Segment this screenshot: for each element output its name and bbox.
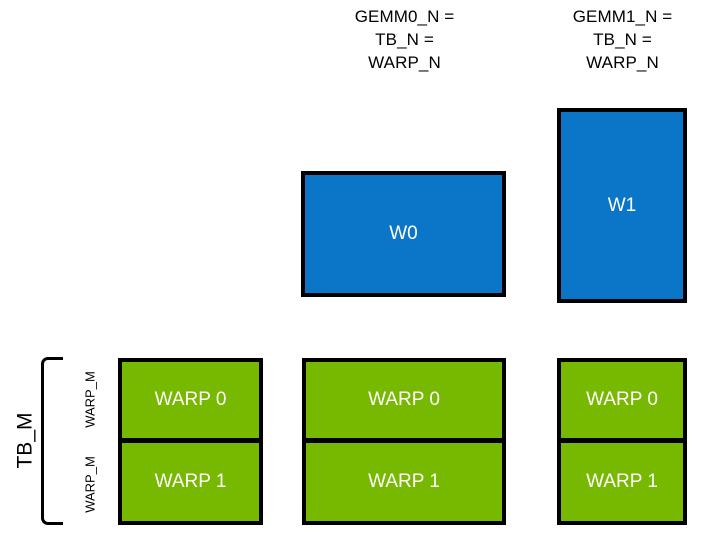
blue-box-w1: W1 bbox=[557, 108, 687, 303]
green-cell-warp-0: WARP 0 bbox=[302, 358, 506, 442]
green-cell-warp-1: WARP 1 bbox=[302, 441, 506, 525]
column-caption-gemm1: GEMM1_N = TB_N = WARP_N bbox=[572, 7, 673, 72]
green-column-1: WARP 0 WARP 1 bbox=[302, 358, 506, 525]
column-caption-gemm0: GEMM0_N = TB_N = WARP_N bbox=[354, 7, 455, 72]
green-cell-warp-1: WARP 1 bbox=[118, 441, 263, 525]
green-column-2: WARP 0 WARP 1 bbox=[557, 358, 687, 525]
tb-m-bracket bbox=[41, 357, 63, 525]
axis-label-warp-m-top: WARP_M bbox=[82, 371, 98, 428]
axis-label-warp-m-bottom: WARP_M bbox=[82, 456, 98, 513]
green-column-0: WARP 0 WARP 1 bbox=[118, 358, 263, 525]
blue-box-w0: W0 bbox=[301, 171, 506, 297]
green-cell-warp-0: WARP 0 bbox=[118, 358, 263, 442]
axis-label-tb-m: TB_M bbox=[13, 412, 37, 469]
green-cell-warp-1: WARP 1 bbox=[557, 441, 687, 525]
green-cell-warp-0: WARP 0 bbox=[557, 358, 687, 442]
